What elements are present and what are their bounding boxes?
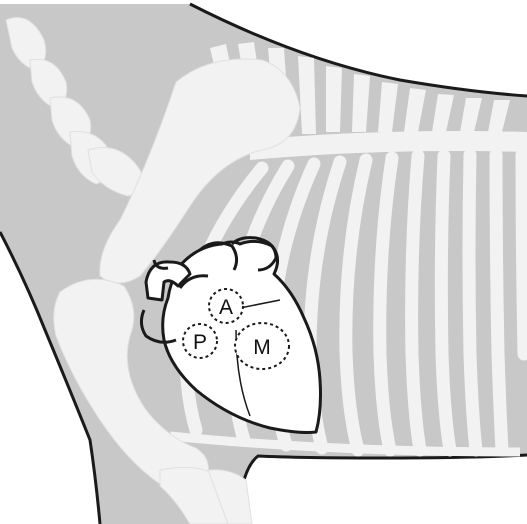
auscultation-point-pulmonic: P — [183, 324, 217, 358]
auscultation-point-aortic: A — [209, 289, 243, 323]
aortic-label: A — [219, 296, 233, 319]
mitral-label: M — [253, 336, 271, 359]
auscultation-point-mitral: M — [235, 323, 289, 369]
pulmonic-label: P — [193, 331, 207, 354]
